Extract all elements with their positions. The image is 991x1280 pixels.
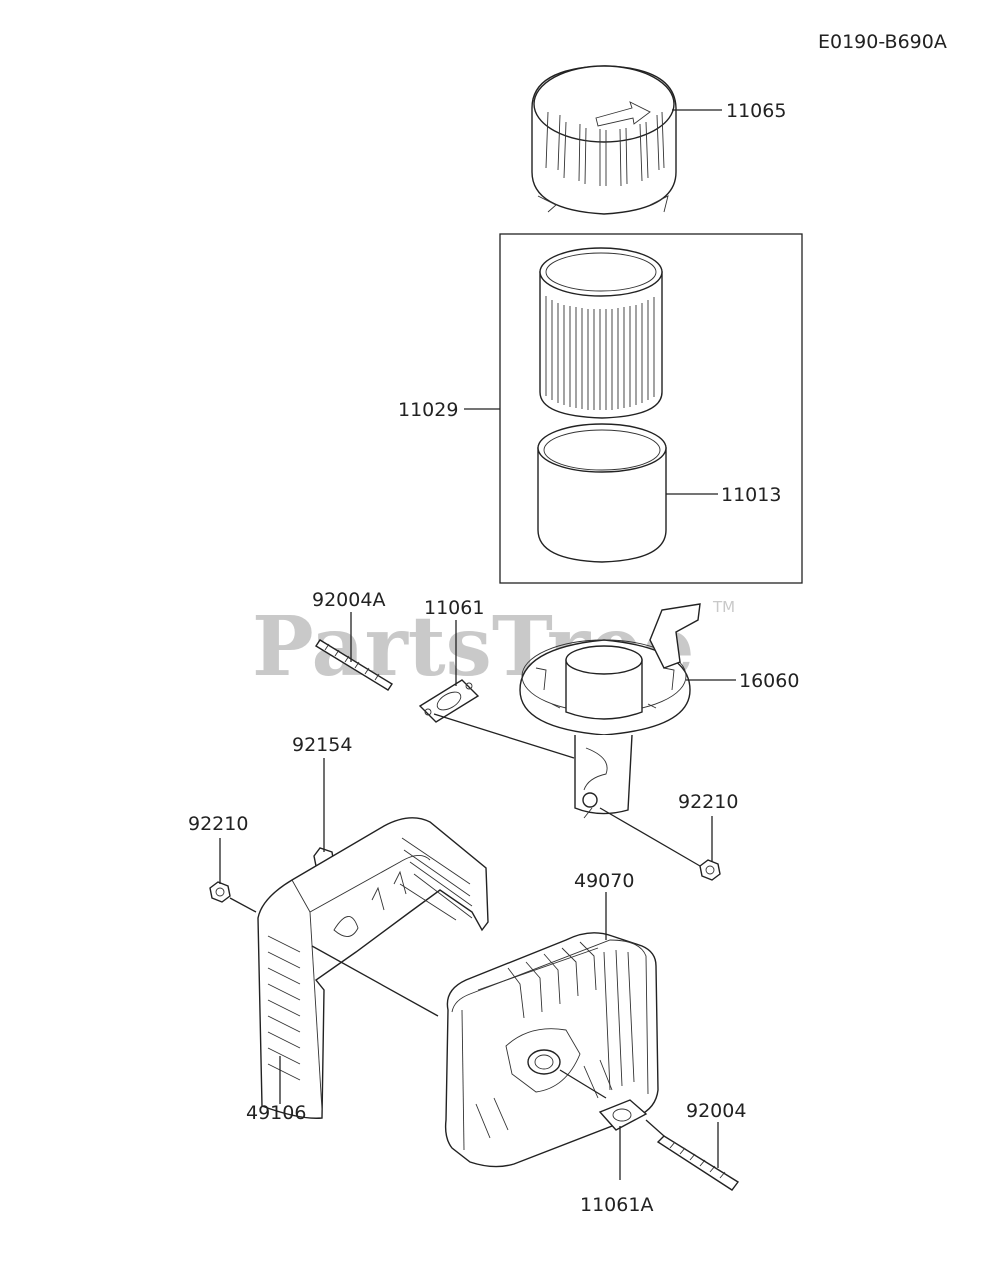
diagram-code: E0190-B690A bbox=[818, 31, 947, 53]
part-11029[interactable]: 11029 bbox=[398, 399, 458, 421]
part-92004[interactable]: 92004 bbox=[686, 1100, 746, 1122]
muffler[interactable] bbox=[444, 932, 659, 1168]
part-11061[interactable]: 11061 bbox=[424, 597, 484, 619]
air-filter-element[interactable] bbox=[539, 247, 663, 419]
part-92154[interactable]: 92154 bbox=[292, 734, 352, 756]
air-cleaner-base[interactable] bbox=[519, 603, 701, 819]
part-92004A[interactable]: 92004A bbox=[312, 589, 385, 611]
part-11013[interactable]: 11013 bbox=[721, 484, 781, 506]
muffler-guard[interactable] bbox=[257, 817, 489, 1119]
part-11061A[interactable]: 11061A bbox=[580, 1194, 653, 1216]
part-92210-right[interactable]: 92210 bbox=[678, 791, 738, 813]
stud-92004a[interactable] bbox=[315, 639, 393, 691]
gasket-11061[interactable] bbox=[418, 679, 480, 723]
watermark-tm: TM bbox=[712, 598, 735, 616]
part-49070[interactable]: 49070 bbox=[574, 870, 634, 892]
stud-92004[interactable] bbox=[656, 1135, 740, 1191]
nut-92210-right[interactable] bbox=[699, 859, 721, 881]
gasket-11061a[interactable] bbox=[598, 1099, 648, 1131]
part-11065[interactable]: 11065 bbox=[726, 100, 786, 122]
part-49106[interactable]: 49106 bbox=[246, 1102, 306, 1124]
part-92210-left[interactable]: 92210 bbox=[188, 813, 248, 835]
nut-92210-left[interactable] bbox=[209, 881, 231, 903]
part-16060[interactable]: 16060 bbox=[739, 670, 799, 692]
air-cleaner-cover[interactable] bbox=[531, 65, 677, 215]
pre-cleaner-foam[interactable] bbox=[537, 423, 667, 563]
